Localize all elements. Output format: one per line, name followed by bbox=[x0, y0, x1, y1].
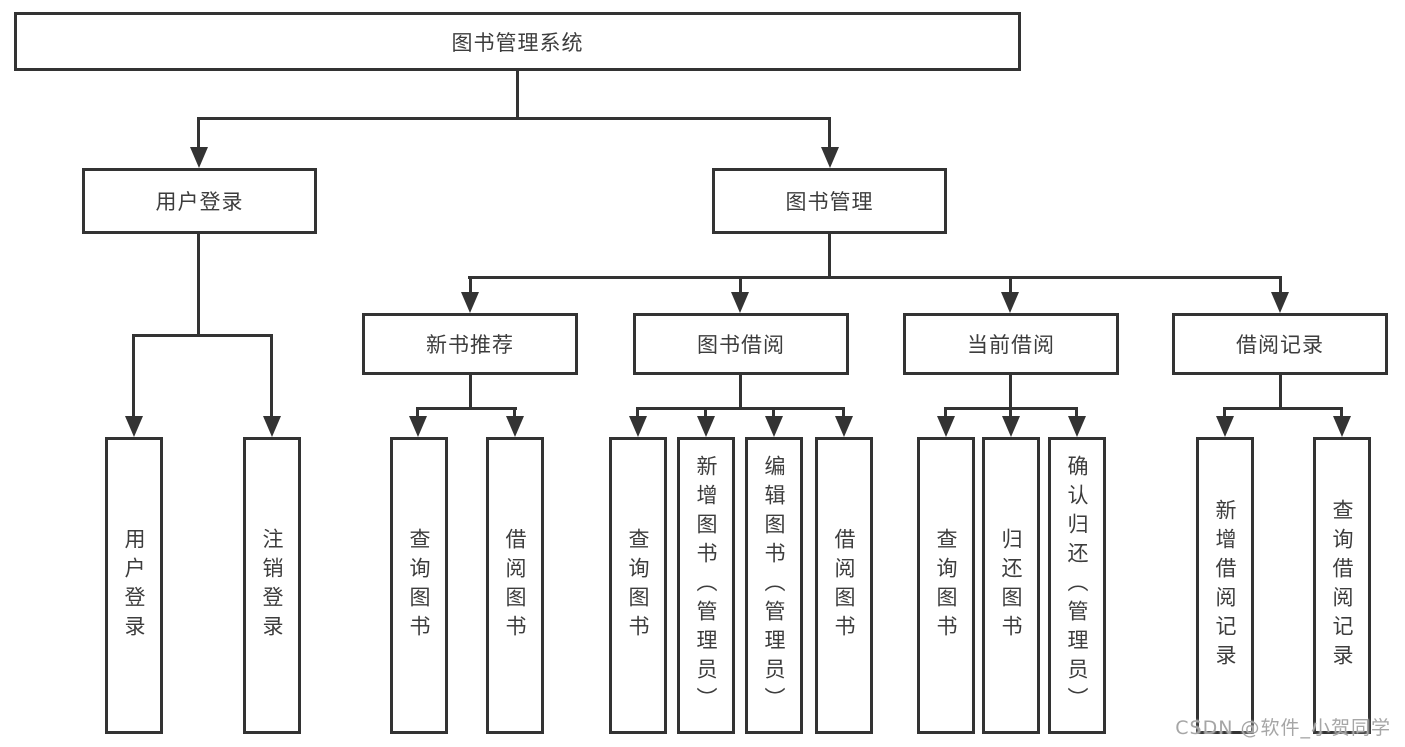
arrow-down-icon bbox=[263, 416, 281, 437]
arrow-down-icon bbox=[1216, 416, 1234, 437]
connector-g3-stem bbox=[1009, 375, 1012, 410]
arrow-down-icon bbox=[409, 416, 427, 437]
connector-g2-child2 bbox=[704, 407, 707, 421]
connector-g1-child2 bbox=[513, 407, 516, 421]
connector-g3-child3 bbox=[1075, 407, 1078, 421]
leaf-query-books-3: 查询图书 bbox=[917, 437, 975, 734]
connector-user-login-distributor bbox=[132, 334, 273, 337]
leaf-edit-books-admin: 编辑图书（管理员） bbox=[745, 437, 803, 734]
leaf-query-books-2: 查询图书 bbox=[609, 437, 667, 734]
arrow-down-icon bbox=[190, 147, 208, 168]
leaf-borrow-books-2: 借阅图书 bbox=[815, 437, 873, 734]
arrow-down-icon bbox=[1002, 416, 1020, 437]
connector-level2-distributor bbox=[468, 276, 1282, 279]
arrow-down-icon bbox=[697, 416, 715, 437]
connector-g2-child4 bbox=[842, 407, 845, 421]
csdn-watermark: CSDN @软件_小贺同学 bbox=[1175, 717, 1391, 739]
connector-g4-child2 bbox=[1340, 407, 1343, 421]
node-user-login-branch: 用户登录 bbox=[82, 168, 317, 234]
arrow-down-icon bbox=[1001, 292, 1019, 313]
connector-g2-child1 bbox=[636, 407, 639, 421]
arrow-down-icon bbox=[125, 416, 143, 437]
arrow-down-icon bbox=[629, 416, 647, 437]
leaf-borrow-books-1: 借阅图书 bbox=[486, 437, 544, 734]
leaf-confirm-return-admin: 确认归还（管理员） bbox=[1048, 437, 1106, 734]
connector-to-book-borrow bbox=[739, 276, 742, 301]
connector-g3-child1 bbox=[944, 407, 947, 421]
node-book-management-branch: 图书管理 bbox=[712, 168, 947, 234]
node-book-borrowing: 图书借阅 bbox=[633, 313, 849, 375]
connector-user-login-stem bbox=[197, 233, 200, 336]
connector-to-new-book-rec bbox=[469, 276, 472, 301]
connector-g4-distributor bbox=[1223, 407, 1343, 410]
leaf-add-borrow-record: 新增借阅记录 bbox=[1196, 437, 1254, 734]
leaf-logout: 注销登录 bbox=[243, 437, 301, 734]
leaf-query-books-1: 查询图书 bbox=[390, 437, 448, 734]
node-new-book-recommend: 新书推荐 bbox=[362, 313, 578, 375]
connector-to-login-leaf bbox=[132, 334, 135, 419]
connector-book-management-stem bbox=[828, 233, 831, 278]
connector-g4-stem bbox=[1279, 375, 1282, 410]
node-borrowing-records: 借阅记录 bbox=[1172, 313, 1388, 375]
connector-to-user-login bbox=[197, 117, 200, 152]
arrow-down-icon bbox=[1271, 292, 1289, 313]
arrow-down-icon bbox=[821, 147, 839, 168]
connector-to-logout-leaf bbox=[270, 334, 273, 419]
leaf-user-login: 用户登录 bbox=[105, 437, 163, 734]
connector-g2-stem bbox=[739, 375, 742, 410]
leaf-query-borrow-record: 查询借阅记录 bbox=[1313, 437, 1371, 734]
connector-root-stem bbox=[516, 70, 519, 119]
connector-to-borrow-records bbox=[1279, 276, 1282, 301]
leaf-add-books-admin: 新增图书（管理员） bbox=[677, 437, 735, 734]
arrow-down-icon bbox=[461, 292, 479, 313]
connector-g1-child1 bbox=[416, 407, 419, 421]
arrow-down-icon bbox=[835, 416, 853, 437]
connector-g1-stem bbox=[469, 375, 472, 410]
arrow-down-icon bbox=[506, 416, 524, 437]
leaf-return-books: 归还图书 bbox=[982, 437, 1040, 734]
connector-to-book-management bbox=[828, 117, 831, 152]
arrow-down-icon bbox=[1068, 416, 1086, 437]
connector-g4-child1 bbox=[1223, 407, 1226, 421]
arrow-down-icon bbox=[1333, 416, 1351, 437]
connector-g2-child3 bbox=[772, 407, 775, 421]
connector-g2-distributor bbox=[636, 407, 845, 410]
arrow-down-icon bbox=[765, 416, 783, 437]
node-library-management-system: 图书管理系统 bbox=[14, 12, 1021, 71]
connector-to-current-borrow bbox=[1009, 276, 1012, 301]
connector-level1-distributor bbox=[197, 117, 831, 120]
arrow-down-icon bbox=[731, 292, 749, 313]
node-current-borrowing: 当前借阅 bbox=[903, 313, 1119, 375]
connector-g3-child2 bbox=[1009, 407, 1012, 421]
arrow-down-icon bbox=[937, 416, 955, 437]
connector-g1-distributor bbox=[416, 407, 517, 410]
